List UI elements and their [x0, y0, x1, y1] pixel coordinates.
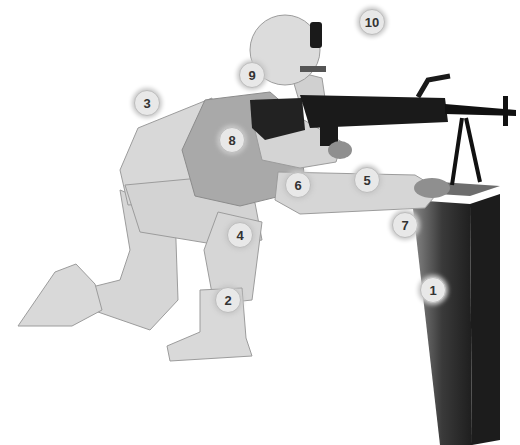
callout-number: 7: [392, 212, 418, 238]
goggle-band: [300, 66, 326, 72]
callout-number: 10: [359, 9, 385, 35]
rear-boot: [18, 264, 102, 326]
gun-receiver: [300, 95, 448, 128]
callout-number: 9: [239, 62, 265, 88]
gun-stock: [250, 98, 305, 140]
left-hand: [414, 178, 450, 198]
right-hand: [328, 141, 352, 159]
callout-number: 5: [354, 167, 380, 193]
callout-number: 6: [285, 172, 311, 198]
callout-number: 4: [227, 222, 253, 248]
carry-handle: [418, 76, 450, 97]
front-boot: [167, 288, 252, 361]
callout-number: 2: [215, 287, 241, 313]
callout-number: 1: [420, 277, 446, 303]
goggles: [310, 22, 322, 48]
wall-side: [470, 194, 500, 445]
wall-front: [412, 200, 472, 445]
bipod: [452, 118, 480, 185]
front-sight: [503, 96, 508, 126]
callout-number: 8: [219, 127, 245, 153]
callout-number: 3: [134, 90, 160, 116]
